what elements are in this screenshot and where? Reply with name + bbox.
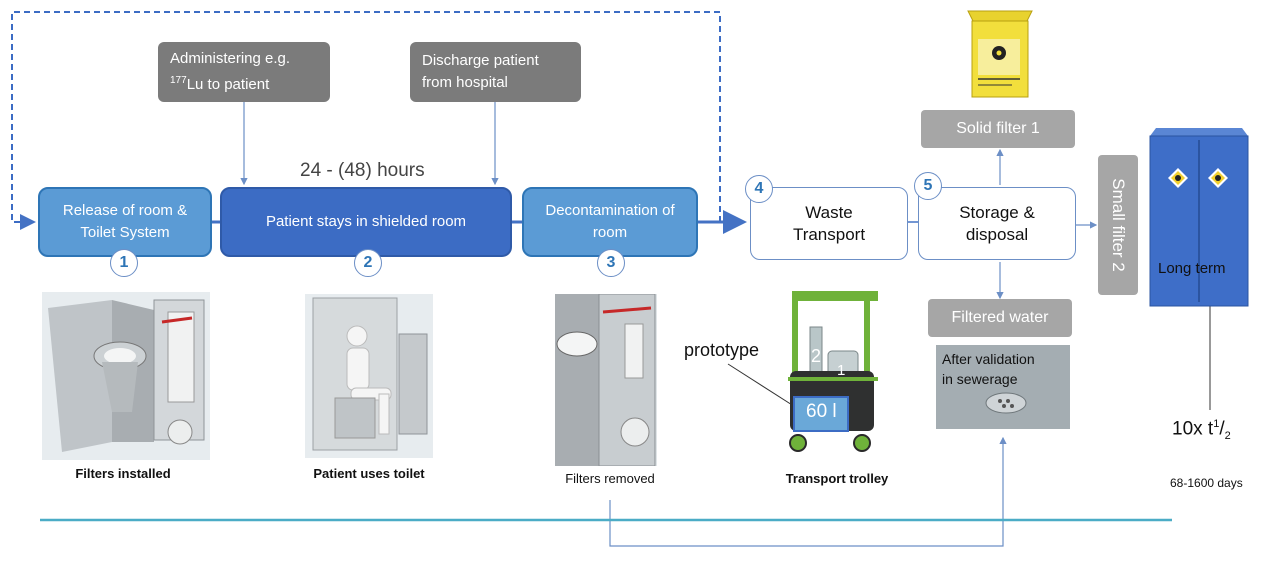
step-storage-label: Storage & disposal [959, 202, 1035, 244]
administering-text: Lu to patient [186, 76, 270, 93]
step-patient-stays: Patient stays in shielded room [220, 187, 512, 257]
trolley-item-2-label: 2 [811, 346, 822, 366]
patient-on-toilet-image [305, 294, 433, 458]
filtered-water-box: Filtered water [928, 299, 1072, 337]
validation-text: After validation in sewerage [942, 351, 1035, 387]
small-filter-label: Small filter 2 [1109, 178, 1128, 272]
step-transport-label: Waste Transport [792, 202, 866, 244]
caption-filters-installed: Filters installed [75, 466, 171, 481]
small-filter-box: Small filter 2 [1098, 155, 1138, 295]
step-number-3: 3 [597, 249, 625, 277]
administering-note: Administering e.g. 177Lu to patient [158, 42, 330, 102]
transport-trolley-image [788, 291, 878, 452]
solid-filter-box: Solid filter 1 [921, 110, 1075, 148]
half-life-text: 10x t [1172, 418, 1214, 440]
toilet-system-installed-image [42, 292, 210, 460]
step-number-2: 2 [354, 249, 382, 277]
discharge-text: Discharge patient from hospital [422, 52, 539, 91]
administering-line2: 177Lu to patient [170, 70, 269, 96]
duration-label: 24 - (48) hours [300, 160, 425, 181]
half-life-denominator: 2 [1224, 430, 1231, 443]
step-storage-disposal: Storage & disposal [918, 187, 1076, 260]
step-release-label: Release of room & Toilet System [62, 202, 188, 241]
long-term-label: Long term [1158, 260, 1226, 277]
step-release-room: Release of room & Toilet System [38, 187, 212, 257]
long-term-cabinet-image [1149, 128, 1249, 307]
trolley-volume-label: 60 l [806, 401, 837, 422]
trolley-item-1-label: 1 [837, 362, 846, 379]
days-range-label: 68-1600 days [1170, 476, 1243, 490]
caption-filters-removed: Filters removed [565, 471, 655, 486]
sewerage-drain-image: After validation in sewerage [936, 345, 1070, 429]
waste-container-image [967, 10, 1033, 98]
isotope-mass: 177 [170, 75, 187, 86]
caption-patient-uses-toilet: Patient uses toilet [313, 466, 425, 481]
drain-graphic [936, 345, 1070, 429]
prototype-label: prototype [684, 340, 760, 360]
caption-transport-trolley: Transport trolley [785, 471, 889, 486]
discharge-note: Discharge patient from hospital [410, 42, 581, 102]
step-patient-label: Patient stays in shielded room [265, 213, 467, 230]
step-decontamination-label: Decontamination of room [545, 202, 675, 241]
step-decontamination: Decontamination of room [522, 187, 698, 257]
filters-removed-image [555, 294, 657, 466]
half-life-formula: 10x t1/2 [1172, 418, 1231, 442]
filtered-water-label: Filtered water [951, 309, 1049, 326]
half-life-slash: / [1219, 418, 1225, 440]
solid-filter-label: Solid filter 1 [956, 120, 1040, 137]
step-waste-transport: Waste Transport [750, 187, 908, 260]
half-life-numerator: 1 [1213, 418, 1220, 430]
step-number-5: 5 [914, 172, 942, 200]
step-number-4: 4 [745, 175, 773, 203]
administering-line1: Administering e.g. [170, 50, 291, 67]
dashed-return-loop [11, 11, 721, 230]
step-number-1: 1 [110, 249, 138, 277]
